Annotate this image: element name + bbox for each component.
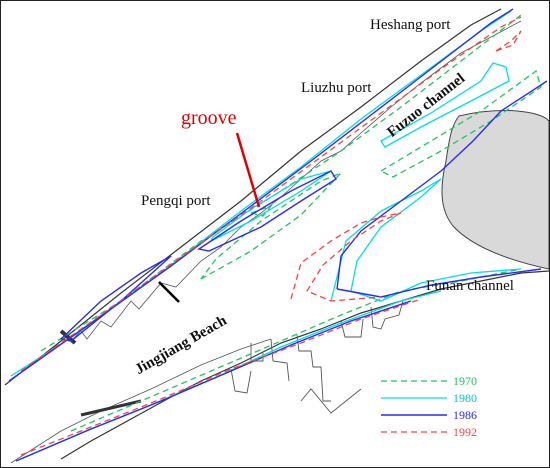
groove-pointer-line [235,132,261,208]
north-bank-inner [70,20,522,342]
pengqi-port-label: Pengqi port [141,193,211,209]
groove-label: groove [181,107,237,129]
legend-year-1970: 1970 [453,374,477,388]
south-bank-shoreline [60,270,549,460]
legend-item-1986: 1986 [381,408,491,422]
line-1986 [8,8,548,462]
island-shape [441,110,549,270]
line-1992 [20,16,522,456]
legend-item-1980: 1980 [381,391,491,405]
legend-swatch-1992 [381,431,447,433]
south-bank-outer [10,338,272,464]
legend-year-1980: 1980 [453,391,477,405]
legend-swatch-1986 [381,414,447,416]
legend-year-1992: 1992 [453,425,477,439]
section-marker [158,281,180,303]
legend-swatch-1980 [381,397,447,399]
south-port-structures [230,300,404,414]
north-bank-shoreline [4,8,502,386]
dock-jetty [80,399,142,417]
liuzhu-port-label: Liuzhu port [301,80,372,96]
funan-channel-label: Funan channel [426,278,514,294]
legend-swatch-1970 [381,380,447,382]
legend-item-1992: 1992 [381,425,491,439]
heshang-port-label: Heshang port [370,17,451,33]
dock-jetty-2 [59,329,77,345]
legend-year-1986: 1986 [453,408,477,422]
legend-item-1970: 1970 [381,374,491,388]
